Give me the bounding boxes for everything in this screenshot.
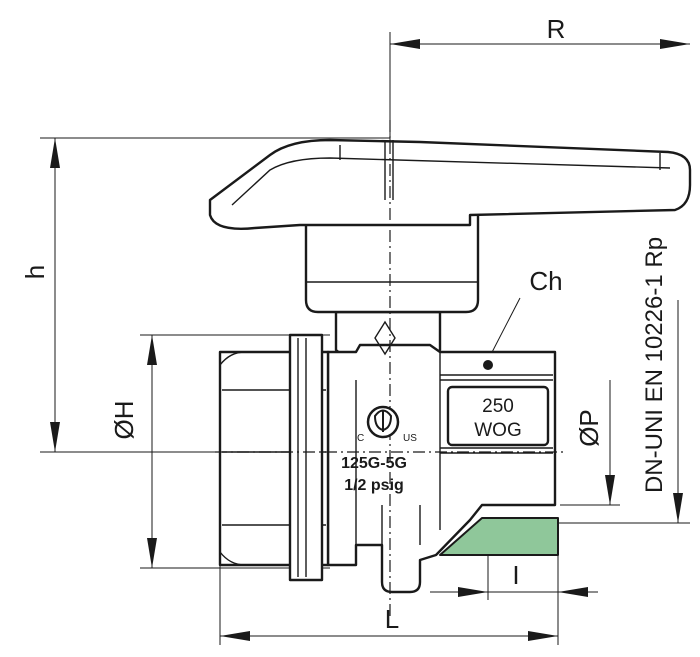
- rating-plate: 250 WOG: [446, 385, 550, 447]
- label-L: L: [385, 604, 399, 634]
- rating-bottom-text: WOG: [474, 420, 522, 441]
- label-OP: ØP: [574, 409, 604, 447]
- lever-handle: [208, 138, 692, 230]
- cert-c-text: C: [357, 433, 364, 444]
- label-Ch: Ch: [529, 266, 562, 296]
- label-standard: DN-UNI EN 10226-1 Rp: [641, 237, 668, 493]
- label-OH: ØH: [109, 401, 139, 440]
- dimension-lines: [40, 32, 690, 645]
- label-h: h: [20, 265, 50, 279]
- rating-top-text: 250: [482, 396, 514, 417]
- label-I: I: [512, 560, 519, 590]
- model-marking: 125G-5G: [341, 455, 407, 472]
- cert-us-text: US: [403, 433, 417, 444]
- label-R: R: [547, 14, 566, 44]
- threaded-end: [439, 517, 559, 556]
- csa-certification-logo: C US: [357, 405, 417, 444]
- pressure-marking: 1/2 psig: [344, 477, 404, 494]
